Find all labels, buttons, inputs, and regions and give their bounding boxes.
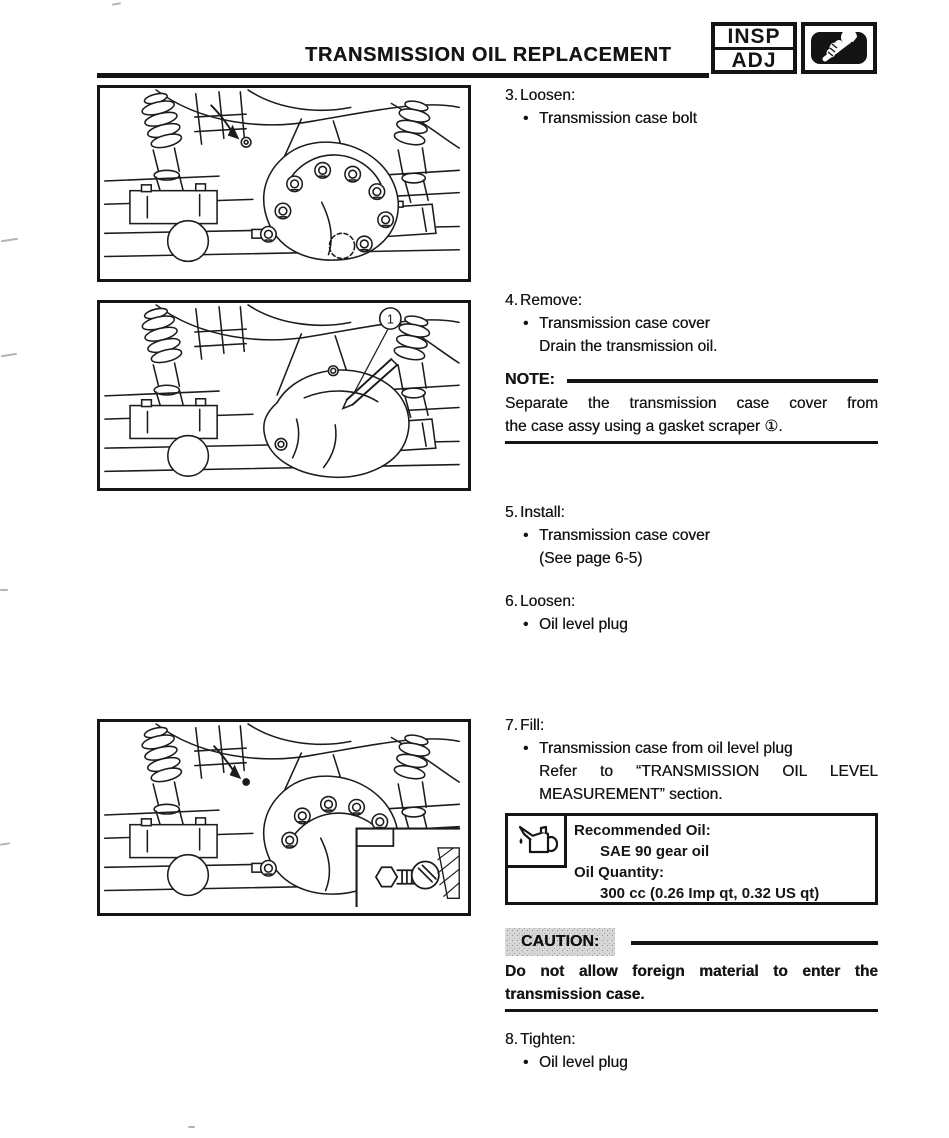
caution-lead-rule: [631, 941, 878, 945]
callout-1-label: 1: [387, 312, 394, 326]
step-item-note: Drain the transmission oil.: [539, 338, 718, 355]
bullet-icon: •: [523, 110, 529, 127]
oil-rec-value: SAE 90 gear oil: [600, 843, 710, 860]
header-rule: [97, 73, 709, 78]
figure-gasket-scraper: 1: [97, 300, 471, 491]
step-item: Transmission case cover: [539, 527, 710, 544]
page-title: TRANSMISSION OIL REPLACEMENT: [305, 44, 672, 66]
figure-oil-level-plug: [97, 719, 471, 916]
bullet-icon: •: [523, 740, 529, 757]
step-number: 3.: [505, 87, 518, 104]
note-line: the case assy using a gasket scraper ①.: [505, 418, 783, 435]
step-item-ref: MEASUREMENT” section.: [539, 786, 723, 803]
step-action: Loosen:: [520, 87, 576, 104]
bullet-icon: •: [523, 1054, 529, 1071]
caution-block: CAUTION: Do not allow foreign material t…: [505, 928, 878, 1012]
caution-label: CAUTION:: [505, 928, 615, 956]
oil-qty-value: 300 cc (0.26 Imp qt, 0.32 US qt): [600, 885, 820, 902]
step-action: Remove:: [520, 292, 583, 309]
insp-adj-badge: INSP ADJ: [711, 22, 797, 74]
note-block: NOTE: Separate the transmission case cov…: [505, 368, 878, 444]
scan-artifact: [0, 237, 19, 243]
figure-transmission-case-bolt: [97, 85, 471, 282]
note-end-rule: [505, 441, 878, 444]
step-item-ref: (See page 6-5): [539, 550, 643, 567]
step-number: 4.: [505, 292, 518, 309]
wrench-hand-icon: [801, 22, 877, 74]
scan-artifact: [0, 842, 11, 846]
step-4: 4.Remove: • Transmission case cover Drain…: [505, 289, 878, 358]
note-line: Separate the transmission case cover fro…: [505, 395, 878, 412]
caution-line: Do not allow foreign material to enter t…: [505, 963, 878, 980]
scan-artifact: [0, 352, 18, 358]
note-label: NOTE:: [505, 371, 555, 388]
scan-artifact: [0, 589, 8, 591]
oil-spec-box: Recommended Oil: SAE 90 gear oil Oil Qua…: [505, 813, 878, 905]
step-item: Transmission case cover: [539, 315, 710, 332]
badge-line-adj: ADJ: [731, 49, 777, 72]
step-5: 5.Install: • Transmission case cover (See…: [505, 501, 878, 570]
step-number: 5.: [505, 504, 518, 521]
note-lead-rule: [566, 378, 878, 383]
step-3: 3.Loosen: • Transmission case bolt: [505, 84, 878, 130]
bullet-icon: •: [523, 527, 529, 544]
step-action: Tighten:: [520, 1031, 576, 1048]
oil-can-icon: [505, 813, 567, 868]
step-8: 8.Tighten: • Oil level plug: [505, 1028, 878, 1074]
scan-artifact: [188, 1126, 195, 1128]
step-action: Fill:: [520, 717, 545, 734]
oil-rec-label: Recommended Oil:: [574, 822, 711, 839]
bullet-icon: •: [523, 315, 529, 332]
step-item: Transmission case from oil level plug: [539, 740, 793, 757]
step-number: 7.: [505, 717, 518, 734]
step-6: 6.Loosen: • Oil level plug: [505, 590, 878, 636]
step-7: 7.Fill: • Transmission case from oil leve…: [505, 714, 878, 806]
caution-line: transmission case.: [505, 986, 645, 1003]
badge-line-insp: INSP: [715, 26, 793, 50]
step-number: 8.: [505, 1031, 518, 1048]
step-item: Transmission case bolt: [539, 110, 697, 127]
scan-artifact: [111, 2, 122, 6]
step-item: Oil level plug: [539, 616, 628, 633]
oil-qty-label: Oil Quantity:: [574, 864, 664, 881]
step-number: 6.: [505, 593, 518, 610]
step-item: Oil level plug: [539, 1054, 628, 1071]
step-item-ref: Refer to “TRANSMISSION OIL LEVEL: [539, 763, 878, 780]
bullet-icon: •: [523, 616, 529, 633]
step-action: Install:: [520, 504, 565, 521]
step-action: Loosen:: [520, 593, 576, 610]
caution-end-rule: [505, 1009, 878, 1012]
